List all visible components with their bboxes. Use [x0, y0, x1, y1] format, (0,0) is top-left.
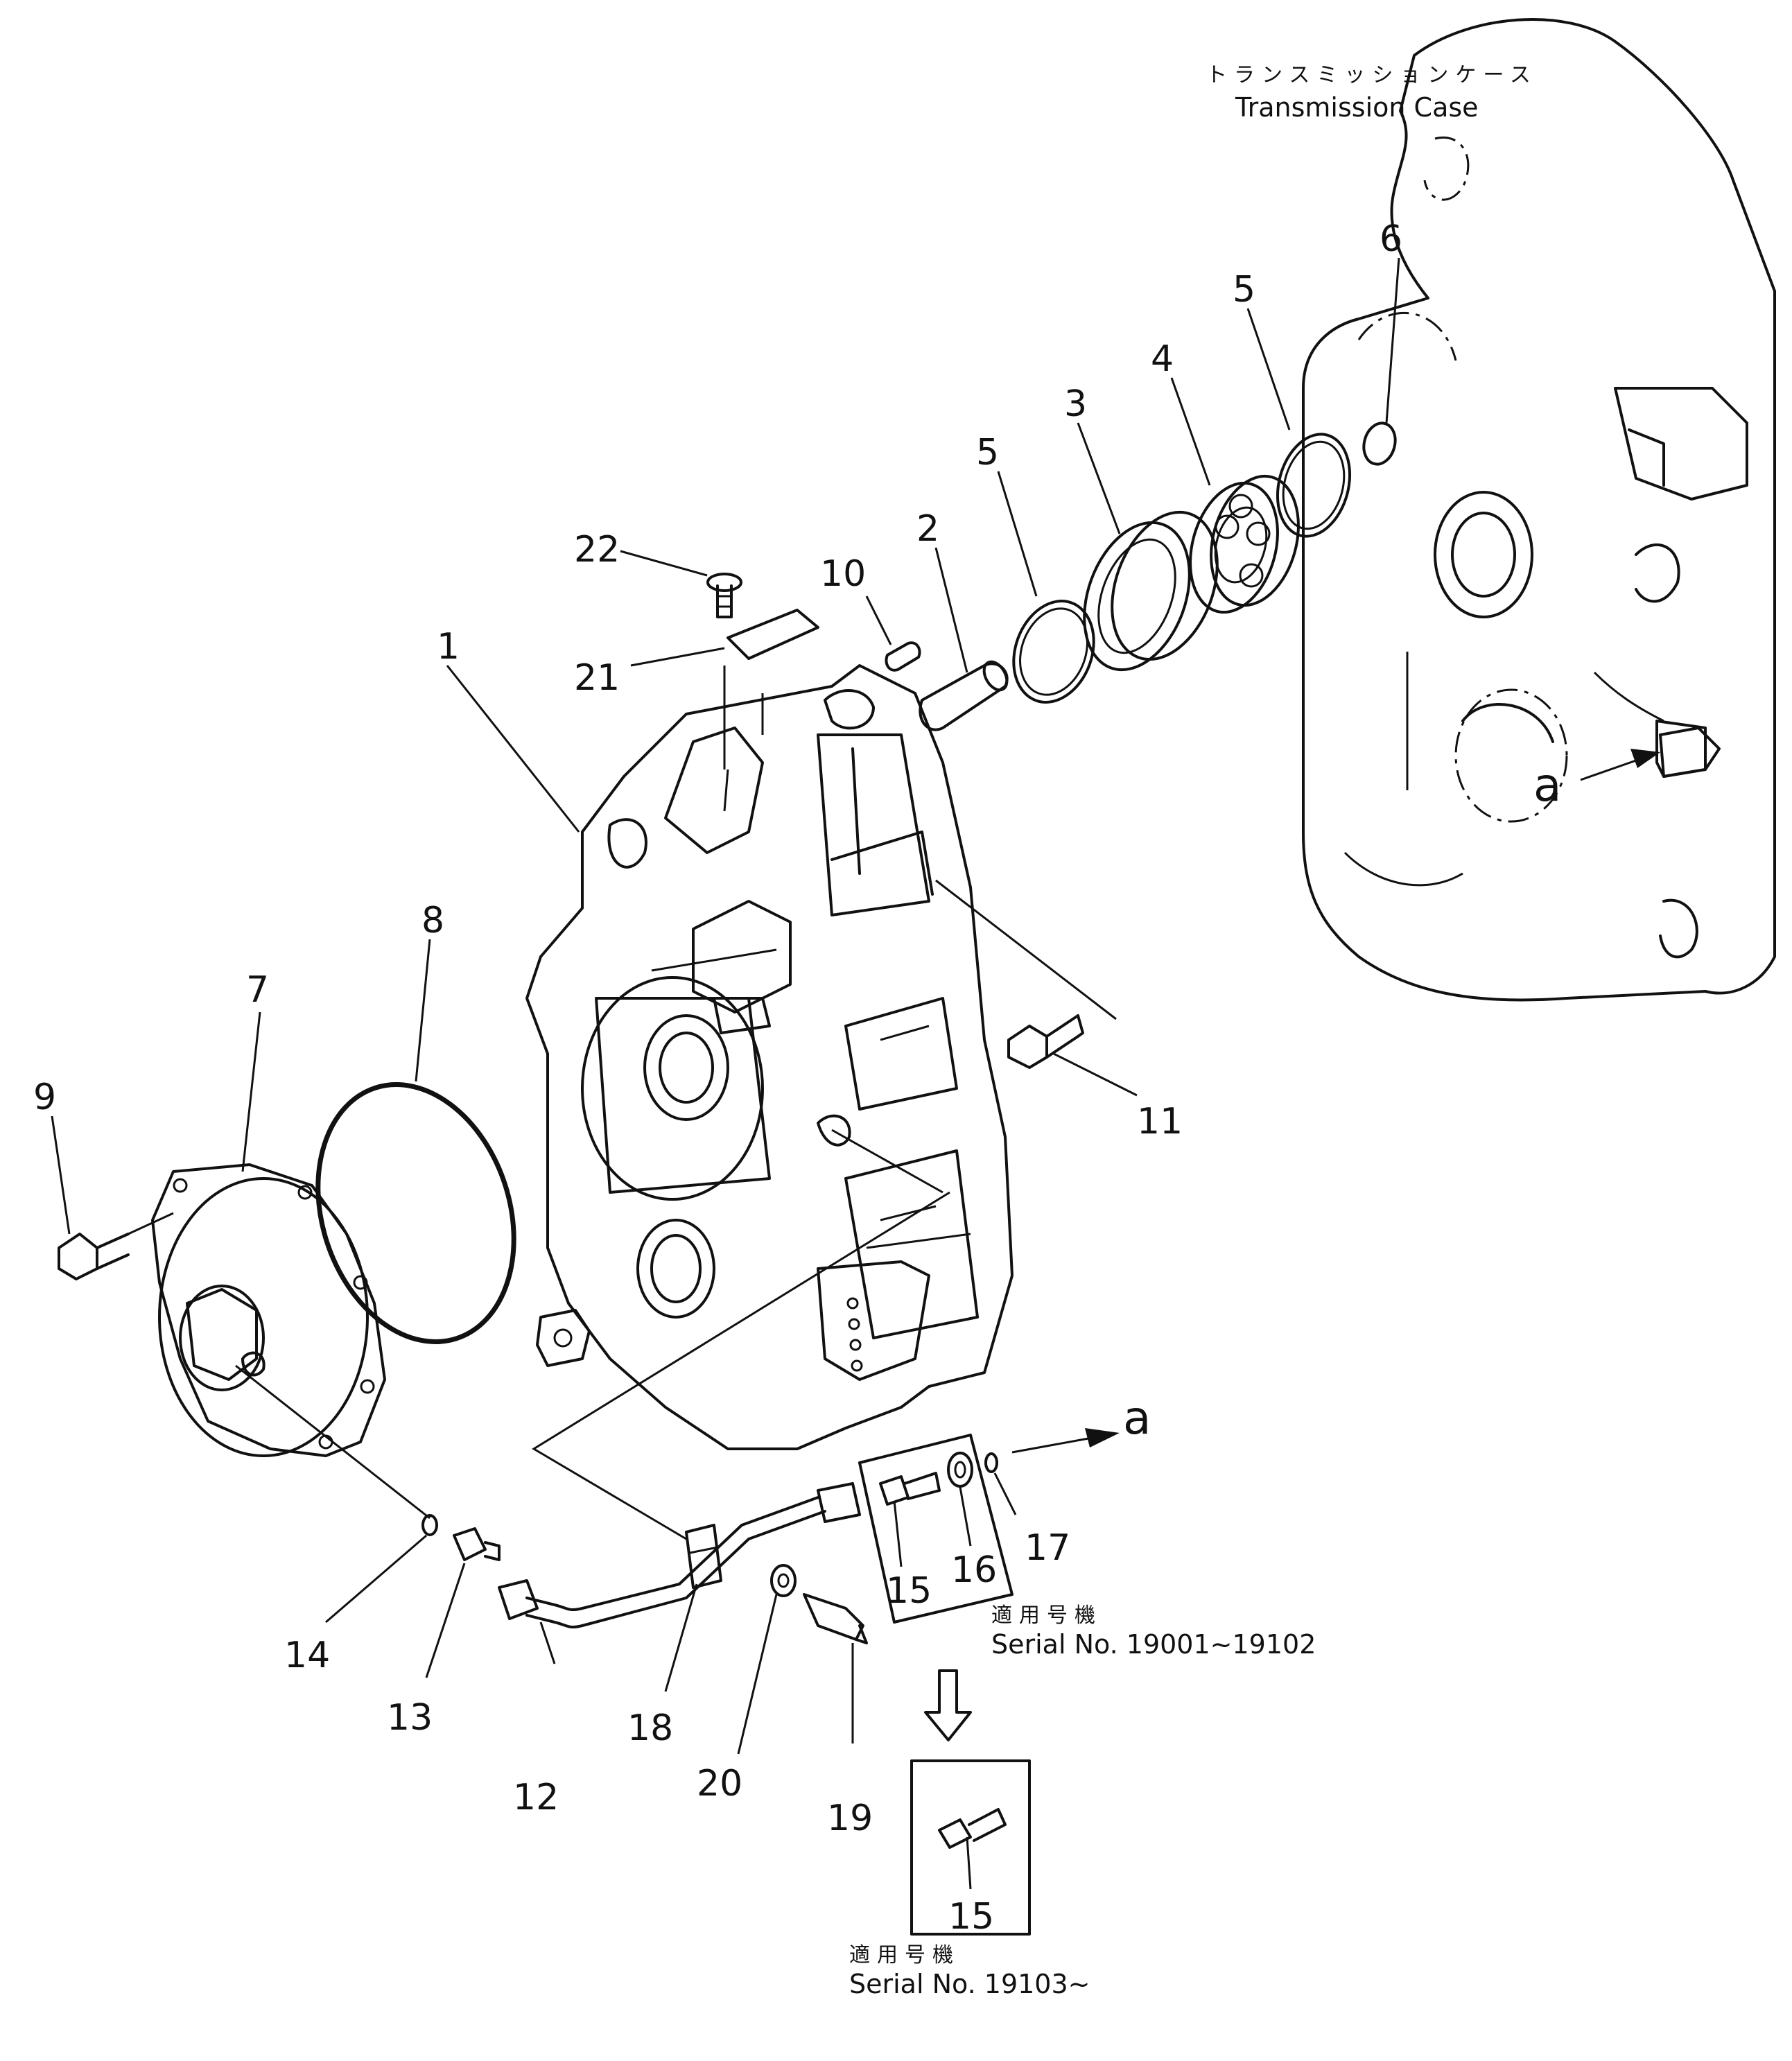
callout-12: 12 — [513, 1777, 559, 1818]
callout-8: 8 — [421, 900, 444, 941]
bolt-part-19 — [803, 1593, 868, 1644]
screw-part-22 — [706, 573, 742, 618]
callout-9: 9 — [33, 1077, 56, 1118]
oring-part-8 — [315, 1082, 516, 1344]
snap-ring-part-6 — [1362, 421, 1397, 466]
cover-part-7 — [151, 1163, 386, 1457]
callout-5-a: 5 — [976, 432, 999, 473]
callout-19: 19 — [827, 1798, 873, 1839]
bolt-part-11 — [1007, 1014, 1084, 1069]
bolt-part-9 — [58, 1212, 174, 1280]
clamp-part-18 — [685, 1524, 722, 1589]
plate-part-21 — [723, 609, 819, 769]
oring-part-14 — [421, 1514, 438, 1536]
transmission-case — [1302, 18, 1776, 1002]
fitting-part-13 — [453, 1527, 501, 1561]
ref-label-a-upper: a — [1533, 758, 1561, 812]
callout-13: 13 — [387, 1697, 433, 1739]
callout-3: 3 — [1064, 383, 1087, 425]
callout-15-b: 15 — [948, 1896, 994, 1938]
pin-part-2 — [919, 660, 1009, 731]
callout-18: 18 — [627, 1707, 673, 1749]
callout-10: 10 — [820, 553, 866, 595]
adapter-part-15-early — [879, 1472, 941, 1506]
pipe-part-12 — [498, 1482, 861, 1629]
washer-part-20 — [770, 1564, 797, 1597]
callout-2: 2 — [916, 508, 939, 550]
snap-ring-part-5-a — [1012, 600, 1095, 704]
serial-1-en: Serial No. 19001~19102 — [991, 1629, 1316, 1660]
callout-4: 4 — [1151, 338, 1174, 380]
callout-11: 11 — [1137, 1101, 1183, 1142]
dowel-part-10 — [885, 641, 921, 672]
callout-15-a: 15 — [886, 1570, 932, 1612]
callout-22: 22 — [574, 529, 620, 571]
nut-part-16 — [947, 1452, 973, 1488]
bearing-race-part-3 — [1083, 510, 1219, 672]
housing-part-1 — [525, 664, 1014, 1450]
callout-1: 1 — [437, 626, 460, 668]
callout-17: 17 — [1025, 1527, 1070, 1569]
serial-2-jp: 適用号機 — [849, 1943, 960, 1967]
ref-arrow-a-lower — [1011, 1428, 1120, 1454]
snap-ring-part-5-b — [1276, 433, 1352, 538]
callout-21: 21 — [574, 657, 620, 699]
case-label-jp: トランスミッションケース — [1206, 63, 1538, 87]
bearing-part-4 — [1189, 474, 1300, 614]
callout-7: 7 — [246, 969, 269, 1011]
serial-box-2 — [910, 1759, 1031, 1936]
callout-20: 20 — [697, 1763, 742, 1805]
down-arrow — [924, 1669, 972, 1741]
callout-14: 14 — [284, 1635, 330, 1676]
serial-1-jp: 適用号機 — [991, 1603, 1102, 1628]
callout-5-b: 5 — [1233, 269, 1255, 311]
ref-label-a-lower: a — [1123, 1391, 1151, 1445]
callout-6: 6 — [1380, 218, 1402, 260]
case-label-en: Transmission Case — [1235, 92, 1479, 123]
oring-part-17 — [984, 1452, 1017, 1515]
ref-arrow-a-upper — [1580, 727, 1721, 781]
serial-2-en: Serial No. 19103~ — [849, 1969, 1090, 1999]
serial-box-1 — [858, 1434, 1014, 1624]
callout-16: 16 — [951, 1549, 997, 1591]
adapter-part-15-late — [938, 1808, 1007, 1849]
leader-lines — [51, 257, 1400, 1755]
